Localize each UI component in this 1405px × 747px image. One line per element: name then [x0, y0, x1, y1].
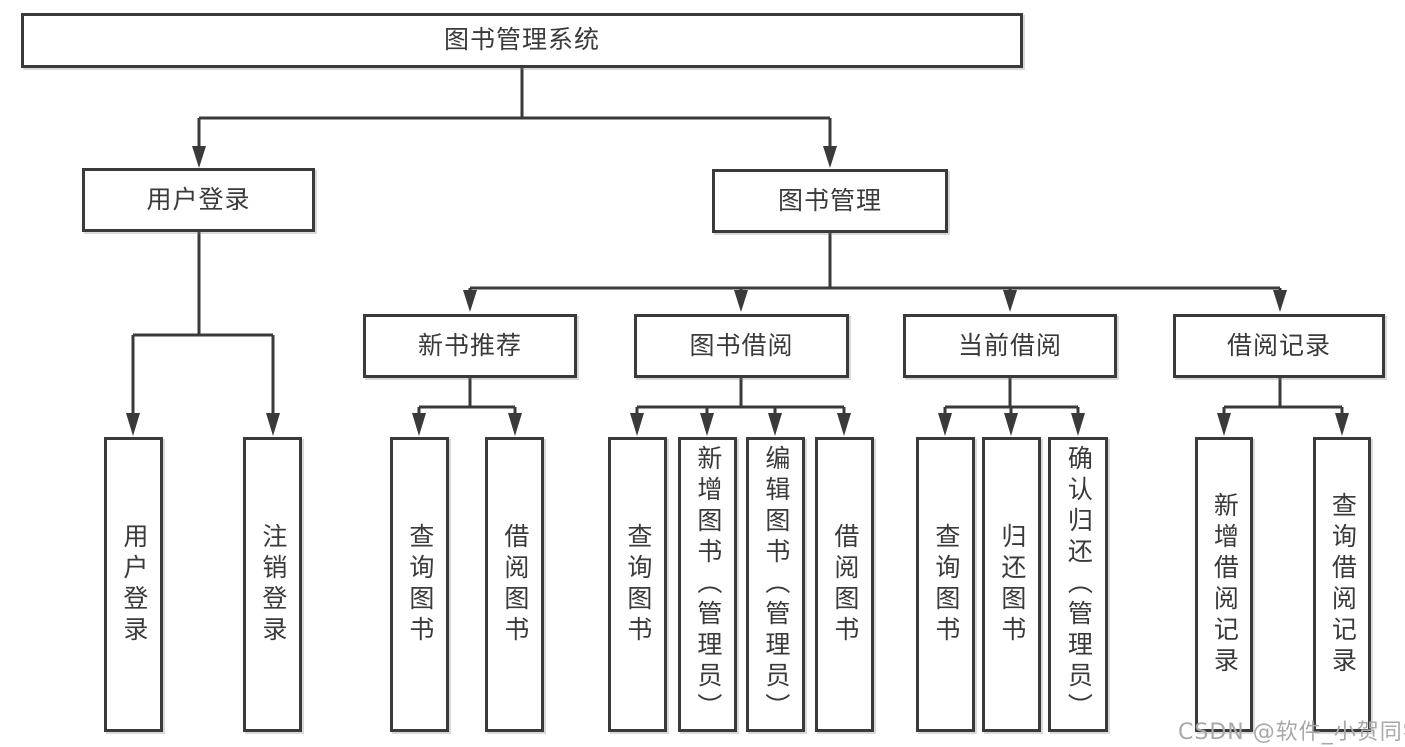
leaf-add-books-admin: 新增图书（管理员）	[678, 437, 737, 732]
watermark: CSDN @软件_小贺同学	[1178, 720, 1405, 745]
node-new-book-recommend: 新书推荐	[363, 314, 577, 378]
leaf-borrow-books: 借阅图书	[815, 437, 874, 732]
leaf-user-login: 用户登录	[104, 437, 163, 732]
leaf-confirm-return-admin: 确认归还（管理员）	[1048, 437, 1108, 732]
leaf-add-borrow-record: 新增借阅记录	[1195, 437, 1253, 732]
arrowheads	[126, 146, 1349, 436]
node-root: 图书管理系统	[21, 13, 1023, 68]
leaf-query-books-borrow: 查询图书	[608, 437, 667, 732]
leaf-query-books-current: 查询图书	[916, 437, 975, 732]
node-book-borrow: 图书借阅	[634, 314, 849, 378]
leaf-query-books-recommend: 查询图书	[390, 437, 449, 732]
node-current-borrow: 当前借阅	[903, 314, 1117, 378]
leaf-query-borrow-record: 查询借阅记录	[1313, 437, 1371, 732]
node-user-login: 用户登录	[82, 168, 315, 232]
node-book-management: 图书管理	[712, 169, 948, 233]
leaf-return-books: 归还图书	[982, 437, 1041, 732]
leaf-logout-login: 注销登录	[243, 437, 302, 732]
node-borrow-records: 借阅记录	[1173, 314, 1385, 378]
leaf-edit-books-admin: 编辑图书（管理员）	[746, 437, 805, 732]
leaf-borrow-books-recommend: 借阅图书	[485, 437, 544, 732]
